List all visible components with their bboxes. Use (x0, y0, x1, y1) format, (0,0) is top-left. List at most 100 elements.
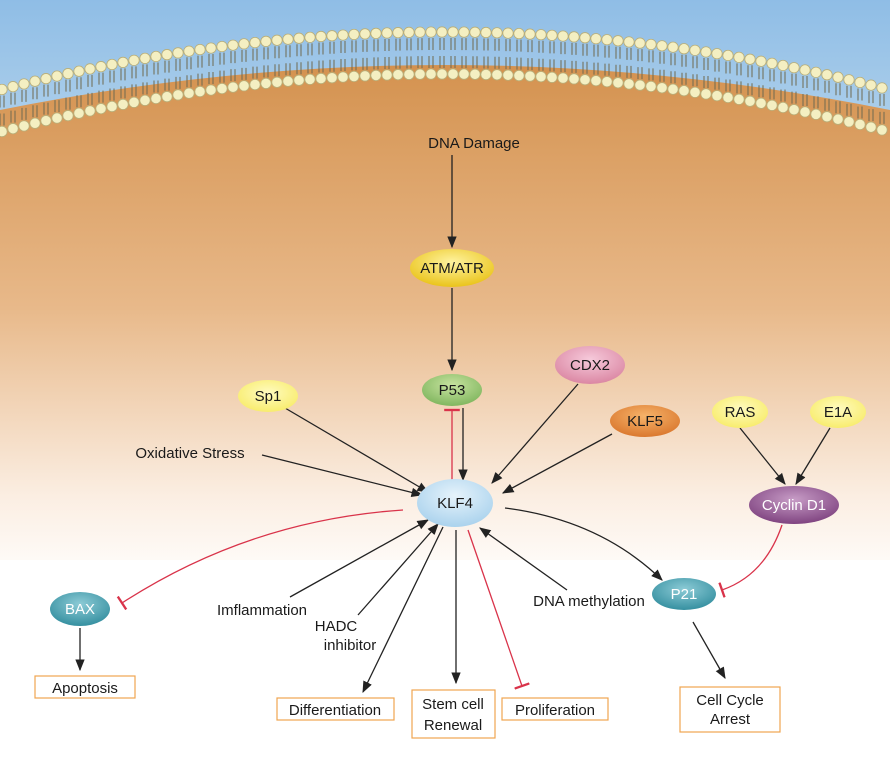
label-imflammation: Imflammation (217, 602, 307, 619)
node-sp1: Sp1 (238, 380, 298, 412)
lipid-tail (780, 71, 786, 102)
lipid-head (139, 52, 151, 64)
lipid-head (359, 28, 371, 40)
lipid-head (601, 76, 613, 88)
lipid-tail (109, 70, 115, 101)
lipid-head (326, 30, 338, 42)
node-p21-label: P21 (671, 586, 698, 603)
lipid-head (194, 43, 206, 56)
lipid-head (62, 68, 74, 80)
lipid-head (150, 92, 162, 105)
lipid-head (579, 74, 591, 86)
lipid-head (766, 57, 778, 69)
lipid-head (513, 28, 525, 40)
lipid-head (139, 94, 151, 106)
lipid-head (271, 76, 283, 88)
lipid-tail (450, 38, 456, 69)
lipid-head (436, 68, 448, 80)
lipid-head (7, 123, 19, 135)
outcome-stem-cell-line1: Stem cell (422, 696, 484, 713)
lipid-tail (824, 80, 830, 111)
lipid-tail (153, 62, 159, 93)
lipid-head (810, 108, 822, 120)
lipid-head (271, 34, 283, 46)
lipid-tail (571, 42, 577, 73)
lipid-tail (241, 49, 247, 80)
arrow-oxidative-to-klf4 (261, 454, 424, 497)
lipid-tail (868, 91, 874, 122)
lipid-head (315, 30, 327, 43)
lipid-tail (131, 66, 137, 97)
lipid-head (348, 28, 360, 41)
lipid-tail (263, 47, 269, 78)
lipid-head (832, 71, 844, 83)
lipid-head (128, 54, 140, 66)
node-e1a: E1A (810, 396, 866, 428)
lipid-head (348, 70, 360, 83)
lipid-head (524, 70, 536, 82)
lipid-tail (175, 58, 181, 89)
lipid-tail (472, 38, 478, 69)
lipid-head (854, 76, 866, 89)
lipid-head (667, 41, 679, 53)
lipid-tail (835, 83, 841, 114)
lipid-head (656, 40, 668, 52)
lipid-head (645, 80, 657, 93)
outcome-apoptosis: Apoptosis (34, 675, 136, 699)
lipid-head (238, 80, 250, 92)
lipid-head (249, 78, 261, 91)
lipid-head (865, 79, 877, 91)
node-cdx2: CDX2 (555, 346, 625, 384)
arrow-methylation-to-klf4 (479, 527, 568, 591)
lipid-tail (483, 38, 489, 69)
lipid-head (843, 116, 855, 128)
lipid-tail (395, 38, 401, 69)
lipid-tail (505, 39, 511, 70)
lipid-head (117, 56, 129, 68)
lipid-tail (296, 44, 302, 75)
lipid-tail (582, 43, 588, 74)
lipid-head (370, 27, 382, 39)
inhibition-arrows (116, 408, 783, 690)
lipid-tail (285, 45, 291, 76)
lipid-head (304, 73, 316, 85)
lipid-tail (384, 38, 390, 69)
arrow-e1a-to-cyclin (795, 427, 831, 486)
lipid-head (623, 36, 635, 48)
node-p53-label: P53 (439, 382, 466, 399)
outcome-apoptosis-label: Apoptosis (52, 680, 118, 697)
lipid-tail (362, 39, 368, 70)
lipid-tail (417, 38, 423, 69)
lipid-head (623, 78, 635, 90)
lipid-tail (142, 64, 148, 95)
node-atm-atr-label: ATM/ATR (420, 260, 484, 277)
node-e1a-label: E1A (824, 404, 852, 421)
lipid-head (150, 50, 162, 63)
lipid-tail (637, 49, 643, 80)
lipid-head (458, 26, 470, 38)
lipid-head (84, 105, 96, 117)
lipid-head (634, 79, 646, 91)
lipid-head (117, 98, 129, 110)
lipid-head (73, 65, 85, 77)
lipid-head (414, 26, 426, 38)
lipid-head (568, 73, 580, 85)
lipid-head (645, 38, 657, 51)
lipid-tail (54, 82, 60, 113)
lipid-tail (714, 59, 720, 90)
label-hadc-line2: inhibitor (324, 637, 377, 654)
node-atm-atr: ATM/ATR (410, 249, 494, 287)
lipid-head (40, 115, 52, 127)
lipid-head (744, 53, 756, 65)
lipid-tail (65, 79, 71, 110)
lipid-head (689, 44, 701, 56)
lipid-head (865, 121, 877, 133)
lipid-head (667, 83, 679, 95)
lipid-head (788, 104, 800, 116)
arrow-klf4-to-differentiation (362, 526, 444, 694)
lipid-tail (560, 42, 566, 73)
lipid-head (480, 26, 492, 39)
label-dna-methylation: DNA methylation (533, 593, 645, 610)
lipid-head (227, 39, 239, 51)
lipid-head (777, 59, 789, 72)
